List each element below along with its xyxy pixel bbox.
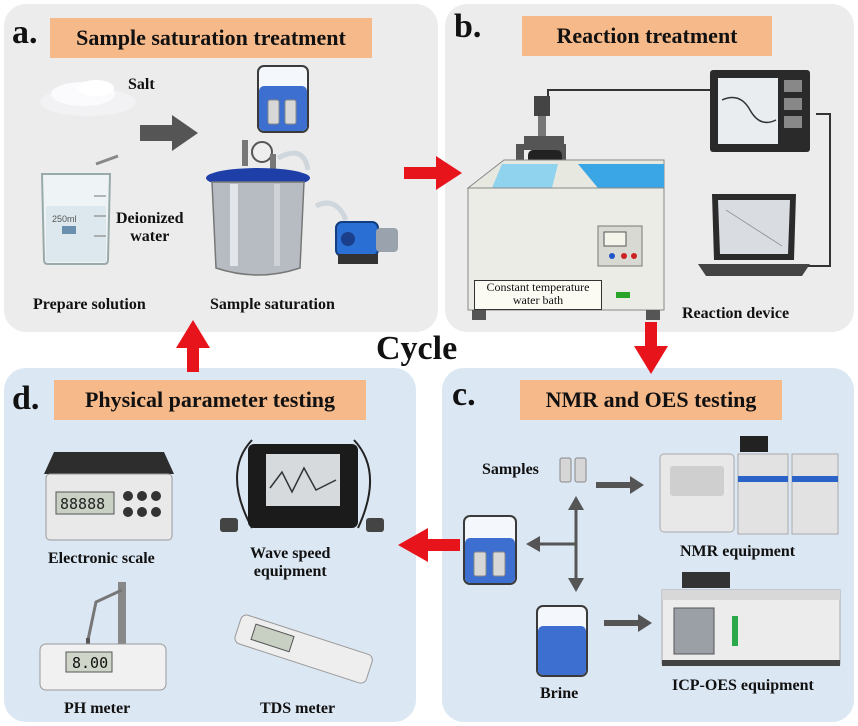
glass-beaker-icon: 250ml (40, 154, 119, 265)
grey-arrow-icon (140, 115, 198, 151)
svg-text:8.00: 8.00 (72, 654, 108, 672)
red-arrow-a-to-b-icon (404, 156, 462, 190)
four-way-arrow-icon (526, 496, 584, 592)
samples-icon (559, 457, 587, 483)
red-arrow-b-to-c-icon (634, 322, 668, 374)
salt-label: Salt (128, 76, 155, 93)
bath-line1: Constant temperature (486, 280, 590, 294)
reaction-device-label: Reaction device (682, 305, 790, 322)
tds-meter-icon (234, 614, 373, 684)
sample-saturation-label: Sample saturation (210, 296, 335, 313)
recorder-monitor-icon (710, 70, 810, 152)
wave-line2: equipment (253, 563, 327, 581)
wave-speed-label: Wave speed equipment (250, 545, 330, 582)
c-grey-arrow-top-icon (596, 476, 644, 494)
ph-meter-label: PH meter (64, 700, 131, 717)
deionized-water-label: Deionized water (116, 210, 184, 247)
c-grey-arrow-bottom-icon (604, 614, 652, 632)
wave-speed-equipment-icon (220, 439, 384, 532)
red-arrow-c-to-d-icon (398, 528, 460, 562)
vacuum-chamber-icon (206, 140, 311, 276)
wave-line1: Wave speed (250, 545, 331, 562)
red-arrow-d-to-a-icon (176, 320, 210, 372)
water-bath-label: Constant temperature water bath (474, 280, 602, 310)
panel-b-letter: b. (454, 8, 482, 45)
panel-b-title: Reaction treatment (522, 16, 772, 56)
svg-text:250ml: 250ml (52, 214, 77, 224)
icp-oes-equipment-label: ICP-OES equipment (672, 677, 814, 694)
panel-c-letter: c. (452, 376, 476, 413)
bath-line2: water bath (512, 293, 564, 308)
water-text: water (130, 228, 170, 246)
svg-text:88888: 88888 (60, 495, 105, 513)
cycle-label: Cycle (376, 330, 458, 367)
electronic-scale-label: Electronic scale (48, 550, 155, 567)
tds-meter-label: TDS meter (260, 700, 336, 717)
panel-a-letter: a. (12, 14, 38, 51)
brine-beaker-icon (536, 605, 588, 677)
samples-label: Samples (482, 461, 539, 478)
panel-c-title: NMR and OES testing (520, 380, 782, 420)
deionized-text: Deionized (116, 210, 184, 227)
panel-a (4, 4, 438, 332)
sample-beaker-icon (257, 65, 309, 133)
nmr-equipment-icon (659, 436, 839, 535)
nmr-equipment-label: NMR equipment (680, 543, 796, 560)
icp-oes-equipment-icon (661, 572, 841, 666)
panel-a-title: Sample saturation treatment (50, 18, 372, 58)
prepare-solution-label: Prepare solution (33, 296, 146, 313)
panel-d-title: Physical parameter testing (54, 380, 366, 420)
brine-label: Brine (540, 685, 579, 702)
vacuum-pump-icon (314, 200, 398, 264)
salt-pile-icon (40, 80, 136, 116)
panel-d-letter: d. (12, 380, 40, 417)
electronic-scale-icon: 88888 (44, 452, 174, 541)
laptop-icon (698, 194, 810, 276)
c-beaker-icon (463, 515, 517, 585)
ph-meter-icon: 8.00 (39, 582, 167, 691)
